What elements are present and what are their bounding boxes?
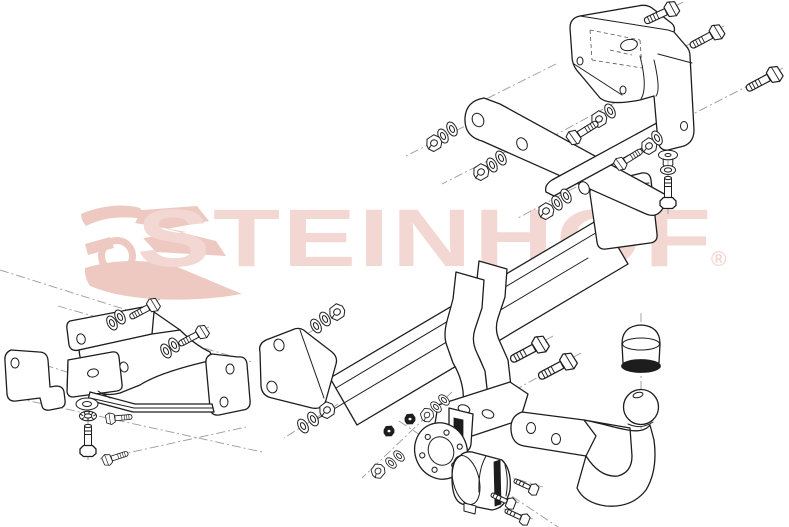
hex-bolt (100, 447, 131, 468)
hex-bolt (534, 349, 580, 386)
lock-washer (79, 410, 97, 422)
step-bolt (79, 423, 97, 458)
hex-bolt (564, 115, 603, 148)
swan-neck-towball (510, 388, 660, 507)
hex-bolt (686, 21, 727, 54)
towball-ball (622, 388, 660, 426)
top-right-mounting-bracket (569, 4, 695, 151)
left-hook-strap (4, 349, 66, 411)
crossbar-end-plate (258, 327, 338, 409)
hex-nut (368, 461, 388, 481)
towball-neck (576, 419, 656, 507)
drop-plates (444, 260, 513, 432)
left-bracket-flange (205, 353, 251, 416)
flat-washer (75, 397, 99, 411)
upper-side-member (464, 97, 669, 217)
lock-nut (404, 413, 416, 425)
hex-bolt (742, 63, 786, 98)
towball-cap (621, 324, 661, 373)
left-mounting-bracket (66, 305, 251, 416)
washer (660, 165, 676, 175)
socket-screw (511, 474, 541, 498)
socket-cover (451, 451, 511, 515)
lock-nut (383, 425, 395, 437)
hex-bolt (506, 332, 552, 369)
registered-trademark: ® (711, 248, 728, 271)
steinhof-logo-icon (81, 205, 242, 300)
